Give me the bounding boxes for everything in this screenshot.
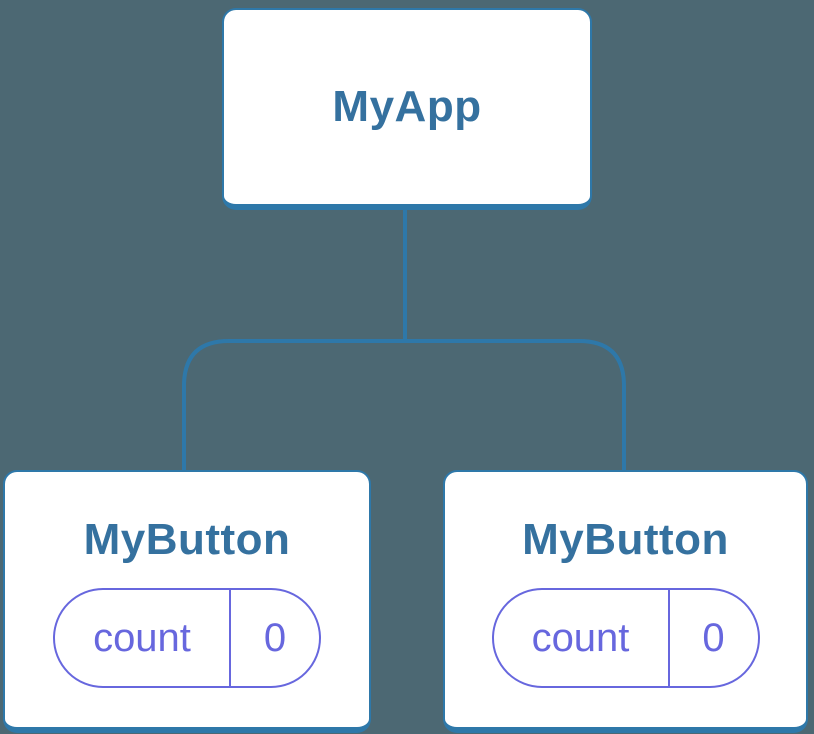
state-pill-left: count 0 [53, 588, 321, 688]
state-value-cell: 0 [667, 590, 758, 686]
connector-branch-bracket [182, 339, 626, 470]
state-key-cell: count [55, 590, 229, 686]
state-key-label: count [93, 616, 191, 660]
state-value-cell: 0 [229, 590, 319, 686]
state-key-cell: count [494, 590, 668, 686]
node-label-child-right: MyButton [522, 515, 729, 564]
state-pill-right: count 0 [491, 588, 760, 688]
node-label-child-left: MyButton [83, 515, 291, 564]
state-value-label: 0 [263, 616, 287, 660]
state-key-label: count [531, 616, 630, 660]
node-label-root: MyApp [332, 82, 482, 131]
tree-node-child-left: MyButton count 0 [3, 470, 371, 733]
state-value-label: 0 [702, 616, 725, 660]
tree-node-root: MyApp [222, 8, 592, 210]
tree-node-child-right: MyButton count 0 [443, 470, 808, 733]
